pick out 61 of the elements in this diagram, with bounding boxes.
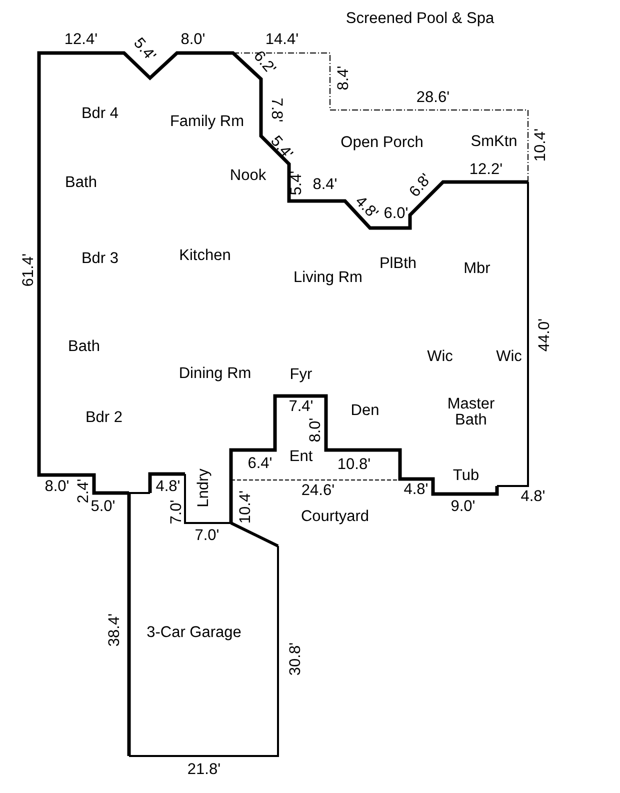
- dimension-label: 10.8': [337, 456, 371, 474]
- room-label: Bdr 4: [81, 106, 119, 122]
- dimension-label: 21.8': [187, 762, 221, 778]
- room-label: Lndry: [196, 468, 212, 508]
- dimension-label: 10.4': [238, 490, 254, 524]
- dimension-label: 6.0': [384, 206, 408, 222]
- dimension-label: 8.4': [312, 176, 338, 194]
- dimension-label: 4.8': [156, 478, 180, 496]
- dimension-label: 44.0': [536, 318, 554, 352]
- dimension-label: 2.4': [76, 478, 92, 504]
- room-label: Living Rm: [294, 270, 362, 286]
- dimension-label: 5.4': [288, 170, 306, 196]
- room-label: Master Bath: [446, 396, 496, 430]
- room-label: Bdr 2: [85, 410, 123, 426]
- room-label: Ent: [289, 448, 313, 466]
- room-label: PlBth: [379, 256, 417, 272]
- room-label: Fyr: [290, 366, 312, 384]
- dimension-label: 6.2': [250, 48, 278, 78]
- room-label: Dining Rm: [178, 366, 252, 382]
- dimension-label: 8.4': [336, 66, 352, 90]
- room-label: Courtyard: [300, 508, 370, 526]
- room-label: Mbr: [464, 260, 490, 278]
- room-label: Nook: [230, 168, 266, 184]
- dimension-label: 6.8': [406, 171, 436, 201]
- dimension-label: 7.8': [268, 98, 284, 122]
- dimension-label: 14.4': [265, 32, 299, 48]
- room-label: Open Porch: [340, 134, 424, 152]
- room-label: Family Rm: [170, 114, 244, 130]
- dimension-label: 5.4': [266, 133, 296, 163]
- dimension-label: 24.6': [301, 482, 335, 500]
- dimension-label: 4.8': [520, 488, 546, 506]
- dimension-label: 28.6': [416, 90, 450, 106]
- dimension-label: 10.4': [532, 128, 550, 162]
- dimension-label: 38.4': [106, 613, 124, 647]
- dimension-label: 61.4': [20, 253, 38, 287]
- room-label: Bdr 3: [81, 250, 119, 268]
- dimension-label: 5.0': [90, 498, 116, 516]
- dimension-label: 7.0': [168, 500, 186, 524]
- dimension-label: 7.0': [194, 528, 220, 544]
- dimension-label: 12.2': [469, 162, 503, 178]
- dimension-label: 12.4': [64, 32, 98, 48]
- room-label: Wic: [427, 348, 453, 366]
- room-label: Bath: [68, 338, 100, 356]
- room-label: Wic: [496, 348, 522, 366]
- dimension-label: 5.4': [130, 35, 158, 65]
- room-label: Bath: [65, 174, 97, 192]
- dimension-label: 9.0': [450, 498, 476, 516]
- dimension-label: 8.0': [180, 32, 206, 48]
- room-label: Den: [350, 402, 380, 420]
- dimension-label: 8.0': [308, 418, 324, 442]
- dimension-label: 8.0': [44, 478, 70, 496]
- room-label: Screened Pool & Spa: [346, 10, 494, 28]
- dimension-label: 30.8': [288, 642, 304, 676]
- dimension-label: 6.4': [248, 456, 272, 472]
- dimension-label: 4.8': [352, 194, 380, 222]
- room-label: 3-Car Garage: [146, 624, 242, 642]
- dimension-label: 4.8': [404, 482, 428, 498]
- dimension-label: 7.4': [288, 398, 314, 416]
- room-label: Kitchen: [179, 248, 231, 264]
- room-label: Tub: [452, 468, 480, 484]
- room-label: SmKtn: [470, 134, 518, 150]
